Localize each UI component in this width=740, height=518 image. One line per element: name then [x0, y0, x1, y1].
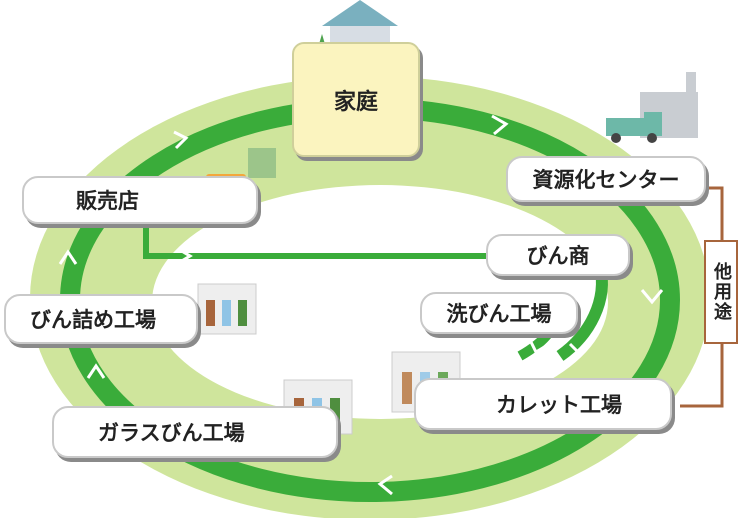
- chevron-mark: [179, 248, 193, 264]
- chevron-mark: [568, 342, 592, 357]
- node-resource-center: 資源化センター: [506, 156, 706, 202]
- truck-icon: [606, 72, 698, 143]
- bottle: [222, 300, 231, 326]
- node-bottle-dealer: びん商: [486, 234, 630, 276]
- node-cullet-plant: カレット工場: [414, 378, 672, 430]
- truck-wheel: [611, 133, 621, 143]
- bottle: [238, 300, 247, 326]
- truck-bed: [606, 118, 646, 136]
- chevron-mark: [173, 130, 189, 150]
- node-retail-store: 販売店: [22, 176, 258, 224]
- chevron-mark: [377, 474, 393, 496]
- house-roof: [322, 0, 398, 26]
- cullet-path: [556, 264, 608, 361]
- other-use-box: 他用途: [704, 240, 738, 344]
- bottling-factory-icon: [197, 283, 257, 335]
- bottle-shelf: [248, 148, 276, 178]
- factory-chimney: [686, 72, 696, 94]
- truck-wheel: [647, 133, 657, 143]
- node-glass-bottle-plant: ガラスびん工場: [52, 406, 338, 458]
- flow-chevrons: [58, 114, 664, 496]
- bottle: [402, 372, 412, 404]
- chevron-mark: [491, 114, 509, 136]
- node-bottle-washing-plant: 洗びん工場: [420, 292, 578, 334]
- bottle: [206, 300, 215, 326]
- chevron-mark: [86, 363, 106, 379]
- node-home: 家庭: [292, 42, 420, 157]
- truck-cab: [644, 112, 662, 136]
- chevron-mark: [58, 249, 78, 265]
- chevron-mark: [528, 339, 547, 355]
- node-bottling-plant: びん詰め工場: [4, 294, 198, 344]
- chevron-mark: [640, 289, 664, 305]
- retail-to-dealer-line: [143, 222, 492, 259]
